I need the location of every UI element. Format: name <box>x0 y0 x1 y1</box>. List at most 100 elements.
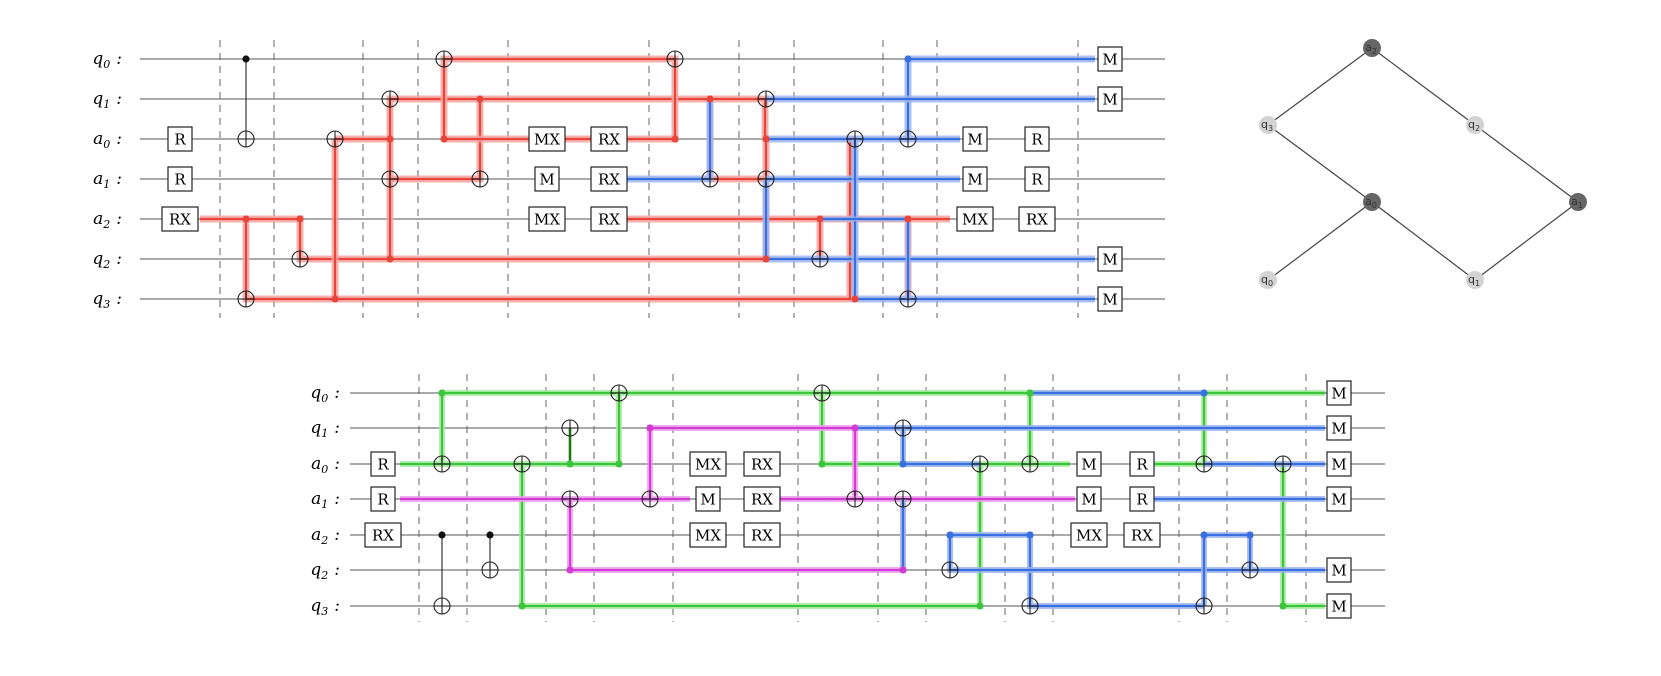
cnot-control <box>615 460 623 468</box>
green-path-3 <box>442 393 621 466</box>
gate-box <box>1326 415 1352 441</box>
qubit-label: q0: <box>92 49 122 71</box>
blue-path-2 <box>901 428 980 466</box>
cnot-control <box>816 215 824 223</box>
gate-label: M <box>700 491 715 509</box>
cnot-control <box>440 135 448 143</box>
gate-label: R <box>377 491 389 509</box>
gate-box <box>743 522 781 548</box>
blue-path-8 <box>1204 533 1252 570</box>
gate-label: M <box>1102 51 1117 69</box>
gate-label: M <box>1331 598 1346 616</box>
gate-box <box>1326 593 1352 619</box>
cnot-control <box>1200 531 1208 539</box>
gate-label: M <box>1081 491 1096 509</box>
qubit-label: a0: <box>311 454 340 476</box>
qubit-label: q2: <box>92 249 122 271</box>
gate-label: M <box>1331 420 1346 438</box>
gate-box <box>364 522 402 548</box>
green-path-3-glow <box>442 393 622 467</box>
gate-label: R <box>174 131 186 149</box>
red-path-8-glow <box>600 215 824 259</box>
cnot-control <box>946 531 954 539</box>
graph-node-label: q2 <box>1468 118 1480 133</box>
gate-label: M <box>1102 291 1117 309</box>
cnot-control <box>976 602 984 610</box>
gate-label: M <box>539 171 554 189</box>
gate-box <box>689 451 727 477</box>
gate-label: M <box>967 131 982 149</box>
gate-box <box>528 126 566 152</box>
graph-node-label: q0 <box>1261 273 1273 288</box>
cnot-control <box>851 295 859 303</box>
cnot-control <box>438 389 446 397</box>
cnot-control <box>566 460 574 468</box>
magenta-path-3 <box>568 499 905 572</box>
cnot-control <box>899 460 907 468</box>
gate-box <box>370 486 396 512</box>
gate-label: M <box>1331 491 1346 509</box>
gate-box <box>956 206 994 232</box>
qubit-label: q2: <box>310 560 340 582</box>
gate-label: MX <box>1076 527 1102 545</box>
gate-box <box>1018 206 1056 232</box>
gate-label: R <box>1031 171 1043 189</box>
graph-edge <box>1267 124 1373 203</box>
red-path-2-glow <box>246 139 770 263</box>
gate-label: MX <box>534 131 560 149</box>
gate-box <box>590 206 628 232</box>
cnot-control <box>1246 531 1254 539</box>
graph-node <box>1569 193 1587 211</box>
gate-box <box>1097 286 1123 312</box>
cnot-control <box>438 531 446 539</box>
cnot-control <box>762 255 770 263</box>
gate-label: M <box>1102 91 1117 109</box>
cnot-control <box>904 55 912 63</box>
blue-path-2-glow <box>900 428 980 467</box>
gate-label: MX <box>962 211 988 229</box>
qubit-label: q0: <box>310 383 340 405</box>
gate-box <box>590 126 628 152</box>
gate-label: RX <box>598 211 620 229</box>
graph-edge <box>1371 47 1476 126</box>
magenta-path-3-glow <box>567 499 906 573</box>
gate-box <box>695 486 721 512</box>
gate-box <box>1070 522 1108 548</box>
cnot-control <box>242 215 250 223</box>
graph-node <box>1363 39 1381 57</box>
cnot-control <box>818 460 826 468</box>
gate-box <box>528 206 566 232</box>
gate-label: MX <box>534 211 560 229</box>
gate-box <box>370 451 396 477</box>
gate-box <box>1076 486 1102 512</box>
qubit-label: a2: <box>311 525 340 547</box>
cnot-control <box>899 566 907 574</box>
qubit-label: a1: <box>311 489 340 511</box>
qubit-label: q1: <box>310 418 340 440</box>
qubit-label: q1: <box>92 89 122 111</box>
graph-edge <box>1267 201 1373 281</box>
graph-edge <box>1371 201 1476 281</box>
magenta-path-2 <box>648 426 857 499</box>
graph-node-label: a2 <box>1365 41 1377 56</box>
gate-label: R <box>1136 456 1148 474</box>
cnot-control <box>762 135 770 143</box>
cnot-control <box>296 215 304 223</box>
gate-label: RX <box>751 527 773 545</box>
gate-box <box>1129 451 1155 477</box>
gate-box <box>1123 522 1161 548</box>
gate-label: R <box>1031 131 1043 149</box>
gate-label: RX <box>169 211 191 229</box>
cnot-control <box>706 95 714 103</box>
gate-box <box>1076 451 1102 477</box>
gate-box <box>743 451 781 477</box>
graph-edge <box>1474 124 1579 203</box>
graph-node <box>1466 271 1484 289</box>
gate-box <box>962 126 988 152</box>
cnot-control <box>386 255 394 263</box>
green-path-2 <box>400 393 444 466</box>
gate-label: RX <box>1131 527 1153 545</box>
